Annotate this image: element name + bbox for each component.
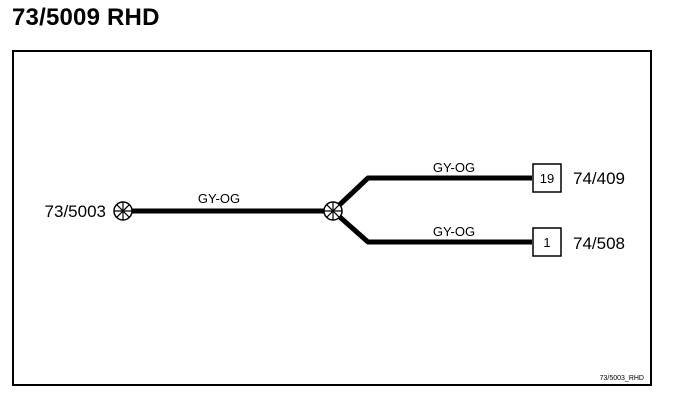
branch-wire-upper (331, 175, 532, 213)
diagram-title: 73/5009 RHD (12, 4, 160, 31)
branch-wire-lower (331, 209, 532, 245)
source-connector-label: 73/5003 (45, 202, 106, 221)
diagram-frame (12, 50, 652, 386)
pin-number-lower: 1 (543, 235, 550, 250)
connector-label-upper: 74/409 (573, 169, 625, 188)
diagram-footer-id: 73/5003_RHD (600, 375, 644, 382)
pin-number-upper: 19 (540, 171, 554, 186)
connector-label-lower: 74/508 (573, 234, 625, 253)
pin-box-upper (532, 163, 562, 193)
branch-wire-label-upper: GY-OG (433, 160, 475, 175)
branch-wire-label-lower: GY-OG (433, 224, 475, 239)
main-wire-label: GY-OG (198, 191, 240, 206)
source-connector-icon (113, 201, 133, 221)
pin-box-lower (532, 227, 562, 257)
splice-icon (323, 201, 343, 221)
